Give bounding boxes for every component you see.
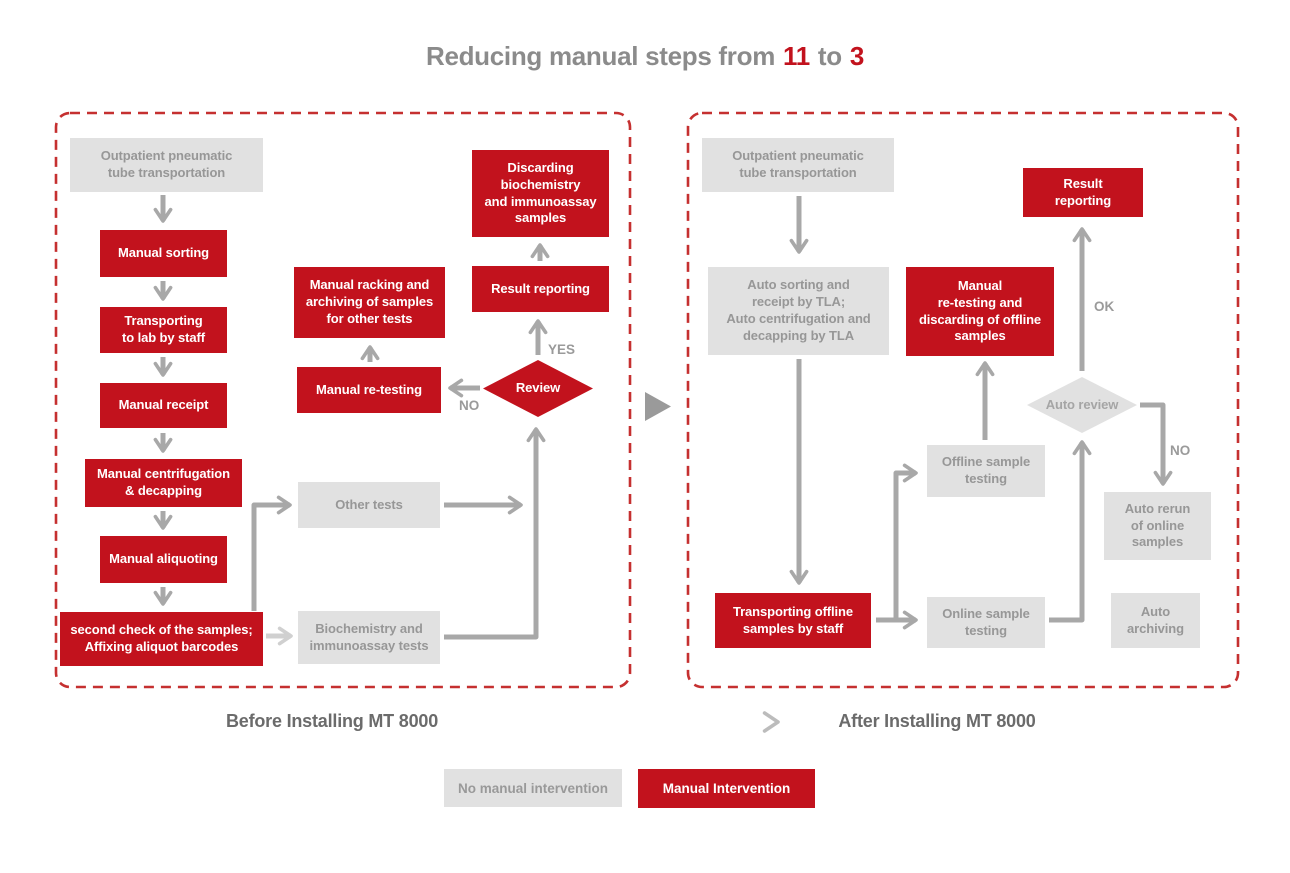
after-panel-border	[686, 111, 1240, 689]
before-after-triangle-icon	[645, 392, 671, 421]
before-section-label: Before Installing MT 8000	[225, 711, 439, 731]
node-second-check: second check of the samples; Affixing al…	[60, 612, 263, 666]
node-discarding-samples: Discarding biochemistry and immunoassay …	[472, 150, 609, 237]
before-panel-border	[54, 111, 632, 689]
title-number-from: 11	[783, 41, 810, 71]
node-outpatient-tube-after: Outpatient pneumatic tube transportation	[702, 138, 894, 192]
edge-label-no-before: NO	[459, 398, 480, 413]
arrow-autoreview-no-to-rerun	[1140, 402, 1173, 486]
title-text: Reducing manual steps from	[425, 41, 776, 71]
node-biochemistry-tests: Biochemistry and immunoassay tests	[298, 611, 440, 664]
node-transporting-to-lab: Transporting to lab by staff	[100, 307, 227, 353]
title-number-to: 3	[849, 41, 865, 71]
node-other-tests: Other tests	[298, 482, 440, 528]
legend-no-manual-intervention: No manual intervention	[444, 769, 622, 807]
edge-label-ok: OK	[1094, 299, 1115, 314]
arrow-transporting-to-offline	[893, 463, 918, 618]
node-manual-receipt: Manual receipt	[100, 383, 227, 428]
node-manual-centrifugation: Manual centrifugation & decapping	[85, 459, 242, 507]
node-offline-testing: Offline sample testing	[927, 445, 1045, 497]
node-manual-racking: Manual racking and archiving of samples …	[294, 267, 445, 338]
legend-manual-intervention: Manual Intervention	[638, 769, 815, 808]
title-text-to: to	[817, 41, 842, 71]
node-manual-retest-discard: Manual re-testing and discarding of offl…	[906, 267, 1054, 356]
node-online-testing: Online sample testing	[927, 597, 1045, 648]
node-outpatient-tube-before: Outpatient pneumatic tube transportation	[70, 138, 263, 192]
after-section-label: After Installing MT 8000	[838, 711, 1036, 731]
node-auto-archiving: Auto archiving	[1111, 593, 1200, 648]
node-auto-rerun: Auto rerun of online samples	[1104, 492, 1211, 560]
edge-label-yes: YES	[548, 342, 576, 357]
node-transporting-offline: Transporting offline samples by staff	[715, 593, 871, 648]
arrow-biochem-to-review	[444, 427, 546, 640]
arrow-online-to-autoreview	[1049, 440, 1092, 623]
arrow-secondcheck-to-othertests	[251, 495, 292, 611]
edge-label-no-after: NO	[1170, 443, 1191, 458]
node-manual-retesting: Manual re-testing	[297, 367, 441, 413]
node-result-reporting-after: Result reporting	[1023, 168, 1143, 217]
node-result-reporting-before: Result reporting	[472, 266, 609, 312]
node-auto-sorting-tla: Auto sorting and receipt by TLA; Auto ce…	[708, 267, 889, 355]
node-manual-sorting: Manual sorting	[100, 230, 227, 277]
node-manual-aliquoting: Manual aliquoting	[100, 536, 227, 583]
